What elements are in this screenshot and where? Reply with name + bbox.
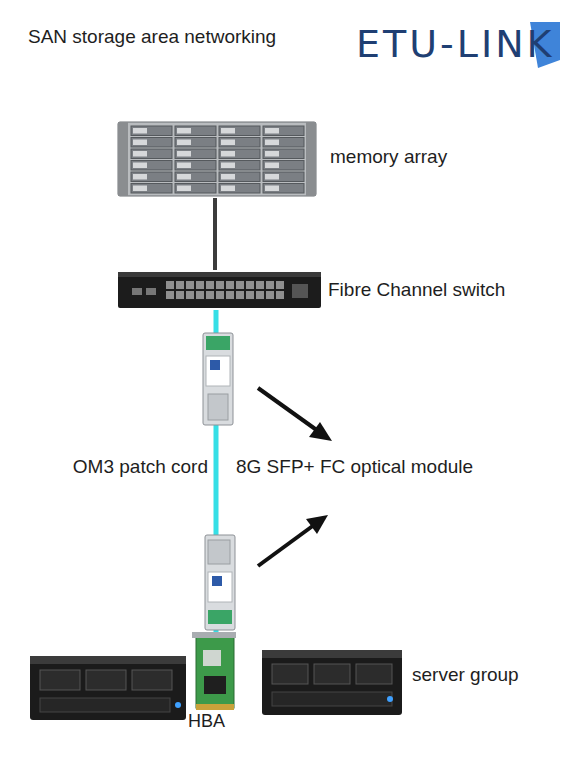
- drive-handle: [133, 128, 147, 134]
- switch-port: [206, 291, 214, 299]
- hba-card: [192, 632, 236, 710]
- drive-handle: [221, 140, 235, 146]
- switch-port: [256, 281, 264, 289]
- server: [262, 650, 402, 715]
- switch-port: [266, 291, 274, 299]
- drive-bay: [219, 184, 260, 194]
- drive-bay: [175, 172, 216, 182]
- server-node: server group: [262, 646, 562, 718]
- fc-switch: [118, 272, 321, 308]
- switch-port: [186, 291, 194, 299]
- switch-port: [176, 291, 184, 299]
- drive-bay: [263, 149, 304, 159]
- drive-bay: [131, 138, 172, 148]
- switch-port: [216, 291, 224, 299]
- drive-handle: [177, 140, 191, 146]
- drive-handle: [265, 140, 279, 146]
- switch-port: [196, 291, 204, 299]
- switch-port: [246, 281, 254, 289]
- switch-port: [226, 281, 234, 289]
- drive-bay: [263, 138, 304, 148]
- drive-handle: [221, 151, 235, 157]
- drive-bay: [175, 161, 216, 171]
- drive-bay: [263, 172, 304, 182]
- drive-handle: [265, 163, 279, 169]
- drive-handle: [133, 163, 147, 169]
- drive-bay: [131, 126, 172, 136]
- drive-bay: [131, 161, 172, 171]
- storage-node: memory array: [118, 120, 478, 198]
- drive-handle: [133, 140, 147, 146]
- drive-handle: [133, 151, 147, 157]
- diagram-title: SAN storage area networking: [28, 26, 276, 48]
- node-label: memory array: [330, 146, 447, 168]
- drive-handle: [133, 174, 147, 180]
- edge-label: OM3 patch cord: [73, 456, 208, 478]
- callout-label: 8G SFP+ FC optical module: [236, 456, 473, 478]
- drive-handle: [177, 186, 191, 192]
- drive-handle: [265, 128, 279, 134]
- switch-port: [236, 281, 244, 289]
- drive-bay: [219, 126, 260, 136]
- hba-node: HBA: [188, 632, 240, 736]
- switch-port: [256, 291, 264, 299]
- node-label: HBA: [188, 710, 225, 732]
- switch-port: [206, 281, 214, 289]
- node-label: server group: [412, 664, 519, 686]
- drive-bay: [175, 184, 216, 194]
- switch-port: [186, 281, 194, 289]
- drive-bay: [131, 184, 172, 194]
- storage-array: [118, 122, 316, 196]
- brand-logo: ETU-LINK: [356, 22, 554, 66]
- switch-node: Fibre Channel switch: [118, 270, 558, 310]
- switch-port: [276, 281, 284, 289]
- switch-port: [176, 281, 184, 289]
- drive-handle: [265, 186, 279, 192]
- drive-bay: [175, 126, 216, 136]
- drive-handle: [177, 163, 191, 169]
- drive-handle: [221, 186, 235, 192]
- switch-port: [216, 281, 224, 289]
- switch-port: [266, 281, 274, 289]
- drive-bay: [175, 149, 216, 159]
- drive-handle: [221, 128, 235, 134]
- drive-bay: [131, 149, 172, 159]
- drive-bay: [175, 138, 216, 148]
- sfp-module: [203, 333, 233, 425]
- drive-handle: [177, 151, 191, 157]
- server: [30, 656, 186, 720]
- drive-bay: [263, 126, 304, 136]
- sfp-module: [205, 535, 235, 630]
- switch-port: [276, 291, 284, 299]
- drive-handle: [265, 151, 279, 157]
- drive-handle: [177, 174, 191, 180]
- drive-bay: [219, 161, 260, 171]
- switch-port: [166, 291, 174, 299]
- drive-bay: [263, 184, 304, 194]
- drive-bay: [131, 172, 172, 182]
- switch-port: [196, 281, 204, 289]
- switch-port: [246, 291, 254, 299]
- drive-bay: [219, 149, 260, 159]
- switch-port: [166, 281, 174, 289]
- switch-port: [236, 291, 244, 299]
- drive-bay: [263, 161, 304, 171]
- drive-bay: [219, 138, 260, 148]
- drive-handle: [221, 163, 235, 169]
- drive-handle: [221, 174, 235, 180]
- drive-bay: [219, 172, 260, 182]
- drive-handle: [133, 186, 147, 192]
- drive-handle: [177, 128, 191, 134]
- drive-handle: [265, 174, 279, 180]
- node-label: Fibre Channel switch: [328, 279, 505, 301]
- switch-port: [226, 291, 234, 299]
- cable-line: [213, 198, 217, 270]
